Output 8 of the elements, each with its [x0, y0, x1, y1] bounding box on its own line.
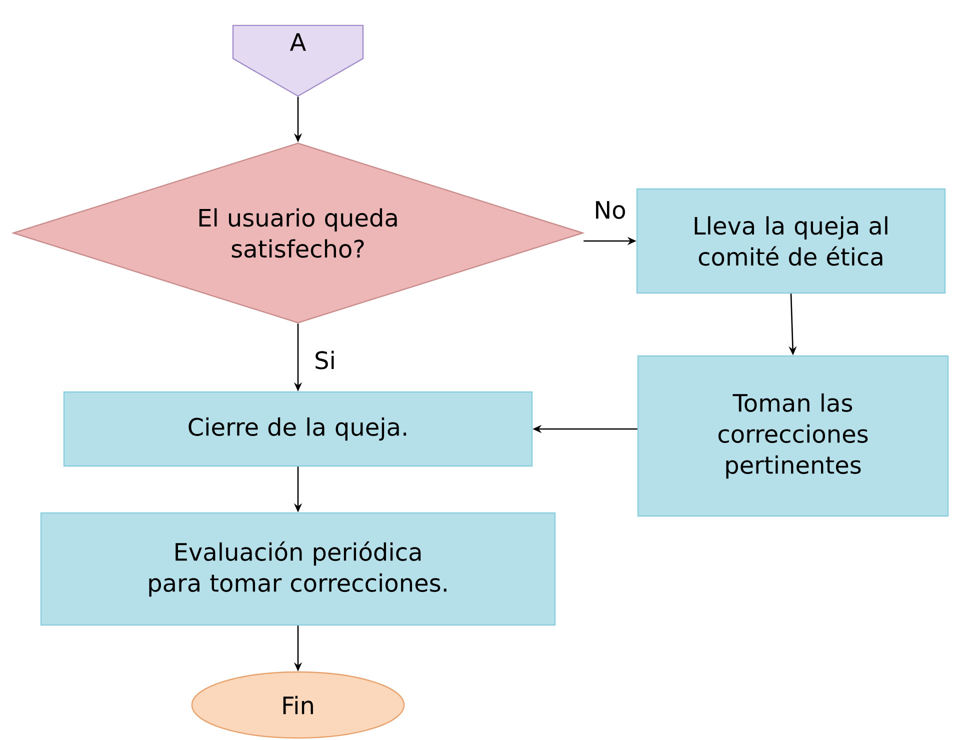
off-page-connector: A	[232, 24, 364, 97]
edge-label: No	[592, 199, 628, 221]
process-box: Lleva la queja al comité de ética	[636, 188, 946, 294]
process-box: Cierre de la queja.	[63, 391, 533, 467]
terminal-oval: Fin	[191, 671, 405, 739]
process-box: Toman las correcciones pertinentes	[637, 355, 949, 517]
edge-label: Si	[312, 348, 338, 372]
process-box: Evaluación periódica para tomar correcciones.	[40, 512, 556, 626]
